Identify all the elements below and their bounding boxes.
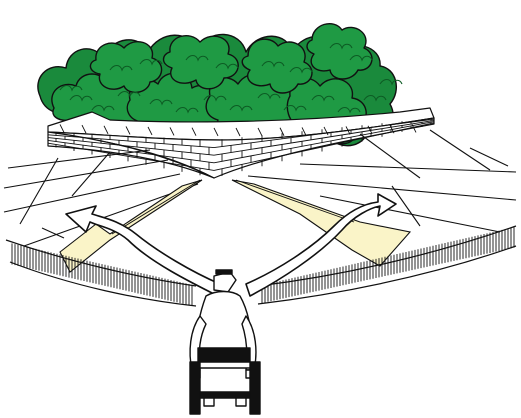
accessible-route-illustration (0, 0, 521, 418)
illustration-scene (0, 0, 521, 418)
